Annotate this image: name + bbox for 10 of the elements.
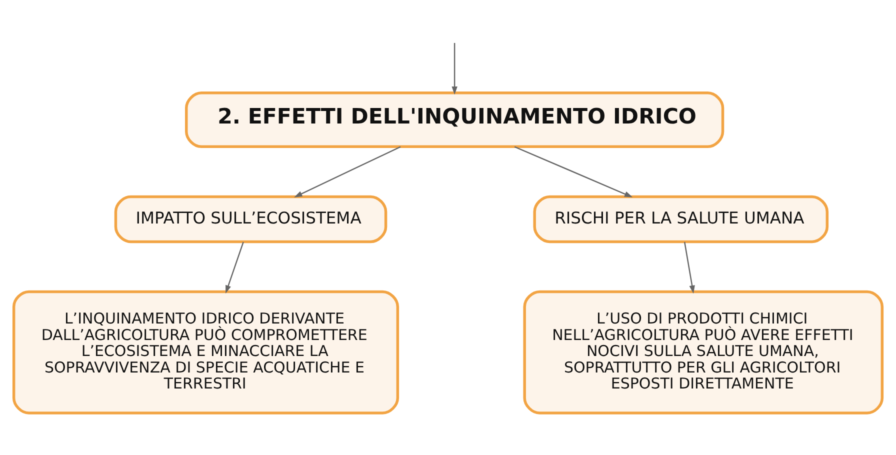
arrow <box>226 242 244 294</box>
node-box: RISCHI PER LA SALUTE UMANA <box>533 195 829 244</box>
node-box: L’USO DI PRODOTTI CHIMICI NELL’AGRICOLTURA PUÒ AVERE EFFETTI NOCIVI SULLA SALUTE UMANA, SOPRATTUTTO PER GLI AGRICOLTORI ESPOSTI DIRETTAMENTE <box>523 290 884 414</box>
node-box: 2. EFFETTI DELL'INQUINAMENTO IDRICO <box>185 92 724 148</box>
node-box: L’INQUINAMENTO IDRICO DERIVANTE DALL’AGRICOLTURA PUÒ COMPROMETTERE L’ECOSISTEMA E MINACCIARE LA SOPRAVVIVENZA DI SPECIE ACQUATICHE E TERRESTRI <box>12 290 400 414</box>
node-box: IMPATTO SULL’ECOSISTEMA <box>114 195 388 244</box>
arrow <box>514 146 633 198</box>
arrow <box>452 42 458 95</box>
arrow <box>294 146 401 198</box>
arrow <box>684 242 695 294</box>
